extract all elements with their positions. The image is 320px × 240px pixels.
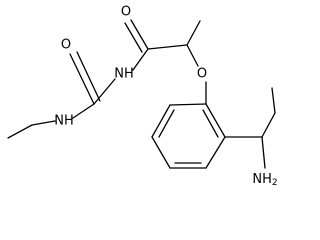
bond-ethyl-terminal	[271, 87, 276, 114]
urea-carbonyl-oxygen-label: O	[61, 38, 71, 53]
bond-ethyl-ch2-nh	[31, 120, 56, 126]
ethyl-nh-label: NH	[54, 114, 74, 129]
bond-ring-inner-a	[158, 109, 175, 138]
bond-urea-carbon-imide-nh	[93, 78, 116, 105]
bond-ring-c2-c3	[151, 104, 171, 138]
bond-ring-c5-c6	[205, 136, 226, 169]
bond-side-carbon-amine	[261, 136, 266, 169]
bond-carbonyl-carbon-oxygen-b	[124, 22, 143, 53]
carbonyl-oxygen-label: O	[121, 5, 131, 20]
bond-nh-urea-carbon	[72, 103, 95, 119]
bond-alpha-methyl	[186, 20, 201, 46]
atom-label-layer: O O NH NH O NH2	[54, 5, 277, 189]
imide-nh-label: NH	[114, 67, 134, 82]
bond-ethyl-ch3-ch2	[7, 124, 33, 139]
bond-carbonyl-carbon-alpha	[147, 44, 188, 50]
ether-oxygen-label: O	[197, 67, 207, 82]
bond-layer	[7, 19, 276, 169]
bond-urea-carbon-oxygen-b	[76, 51, 101, 102]
bond-carbonyl-carbon-oxygen-a	[130, 19, 149, 50]
bond-imide-nh-carbonyl-carbon	[132, 48, 149, 71]
bond-ring-inner-c	[202, 109, 219, 138]
molecule-structure: O O NH NH O NH2	[7, 5, 278, 189]
bond-ring-c6-c1	[205, 103, 226, 138]
bond-ring-c1-c2	[169, 103, 207, 106]
bond-urea-carbon-oxygen-a	[69, 53, 95, 105]
bond-alpha-ether-oxygen	[186, 44, 199, 67]
bond-ring-c3-c4	[151, 136, 171, 169]
amine-label: NH2	[252, 172, 277, 189]
bond-side-carbon-ethyl	[261, 112, 276, 138]
